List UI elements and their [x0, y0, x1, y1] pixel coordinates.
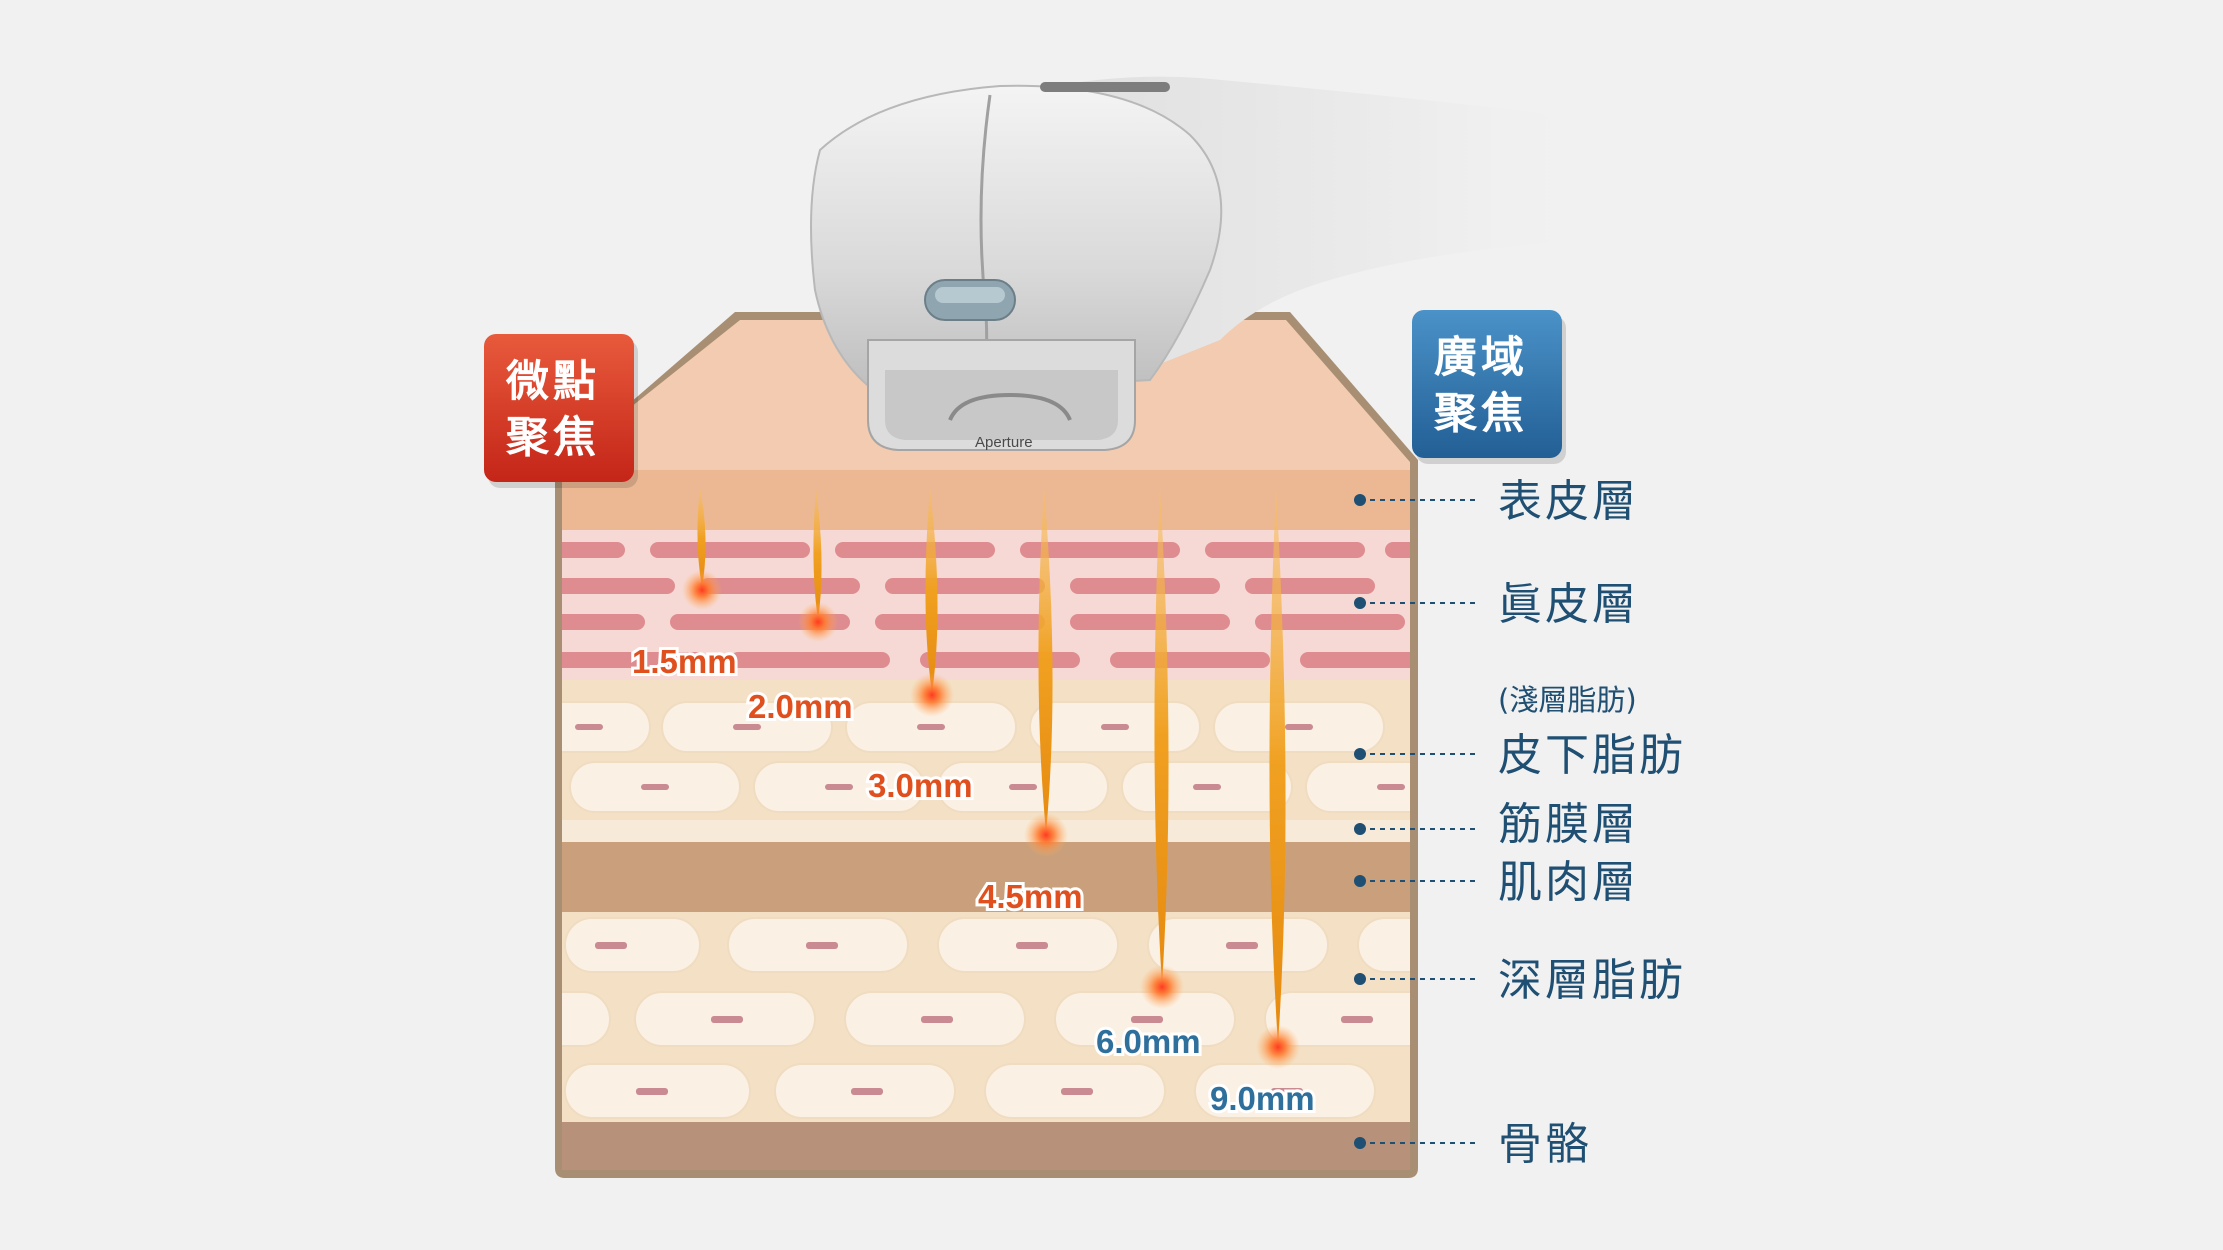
label-deep-fat: 深層脂肪 [1498, 955, 1686, 1006]
depth-label-9-0mm: 9.0mm [1210, 1080, 1315, 1117]
layer-fascia [562, 820, 1410, 842]
leader-lines [1360, 499, 1480, 1144]
beam-3-0mm [925, 488, 938, 693]
beam-4-5mm [1038, 488, 1053, 833]
label-bone: 骨骼 [1498, 1119, 1592, 1170]
layer-labels: 表皮層 眞皮層 (淺層脂肪) 皮下脂肪 筋膜層 肌肉層 深層脂肪 骨骼 [1498, 476, 1686, 1170]
label-epidermis: 表皮層 [1498, 476, 1639, 527]
ultrasound-handpiece: Aperture [810, 76, 1600, 451]
focus-beams [682, 488, 1300, 1069]
focal-point-6-0mm [1140, 965, 1184, 1009]
badge-wide-line1: 廣域 [1434, 333, 1528, 383]
label-subcutaneous-sub: (淺層脂肪) [1498, 683, 1637, 717]
layer-epidermis [562, 470, 1410, 530]
depth-label-6-0mm: 6.0mm [1096, 1023, 1201, 1060]
focal-point-1-5mm [682, 570, 722, 610]
badge-micro-focus: 微點 聚焦 [484, 334, 638, 488]
depth-label-2-0mm: 2.0mm [748, 688, 853, 725]
layer-muscle [562, 842, 1410, 912]
beam-1-5mm [697, 488, 706, 588]
focal-point-9-0mm [1256, 1025, 1300, 1069]
focal-point-4-5mm [1024, 813, 1068, 857]
layer-bone [562, 1122, 1410, 1170]
beam-9-0mm [1269, 488, 1286, 1045]
label-muscle: 肌肉層 [1498, 857, 1639, 908]
beam-2-0mm [813, 488, 822, 620]
depth-label-3-0mm: 3.0mm [868, 767, 973, 804]
badge-wide-line2: 聚焦 [1433, 389, 1528, 439]
device-brand: Aperture [975, 434, 1033, 451]
deep-fat-cells [562, 917, 1410, 1119]
badge-wide-focus: 廣域 聚焦 [1412, 310, 1566, 464]
depth-label-1-5mm: 1.5mm [632, 643, 737, 680]
badge-micro-line1: 微點 [505, 357, 600, 407]
focal-point-2-0mm [798, 602, 838, 642]
depth-label-4-5mm: 4.5mm [978, 878, 1083, 915]
label-dermis: 眞皮層 [1498, 579, 1639, 630]
badge-micro-line2: 聚焦 [505, 413, 600, 463]
beam-6-0mm [1154, 488, 1169, 985]
leader-dots [1354, 494, 1366, 1149]
label-subcutaneous-fat: 皮下脂肪 [1498, 730, 1686, 781]
focal-point-3-0mm [910, 673, 954, 717]
label-fascia: 筋膜層 [1498, 799, 1639, 850]
depth-labels: 1.5mm 2.0mm 3.0mm 4.5mm 6.0mm 9.0mm [629, 640, 1318, 1120]
